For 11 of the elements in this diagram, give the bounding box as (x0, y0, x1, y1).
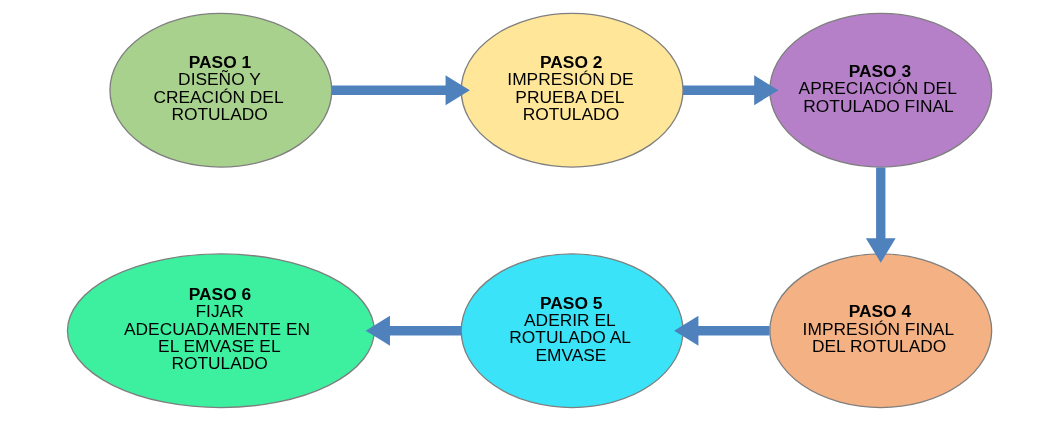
arrow (682, 75, 778, 106)
node-ellipse: PASO 1 DISEÑO Y CREACIÓN DEL ROTULADO (108, 12, 332, 168)
node-ellipse: PASO 5 ADERIR EL ROTULADO AL EMVASE (460, 253, 684, 409)
node-ellipse: PASO 4 IMPRESIÓN FINAL DEL ROTULADO (768, 253, 992, 409)
arrow (673, 315, 770, 346)
arrow (365, 315, 461, 346)
node-ellipse: PASO 2 IMPRESIÓN DE PRUEBA DEL ROTULADO (460, 12, 684, 168)
node-ellipse: PASO 3 APRECIACIÓN DEL ROTULADO FINAL (768, 12, 992, 168)
arrow (331, 75, 470, 106)
node-ellipse: PASO 6 FIJAR ADECUADAMENTE EN EL EMVASE EL ROTULADO (66, 253, 375, 409)
arrow (865, 167, 896, 263)
